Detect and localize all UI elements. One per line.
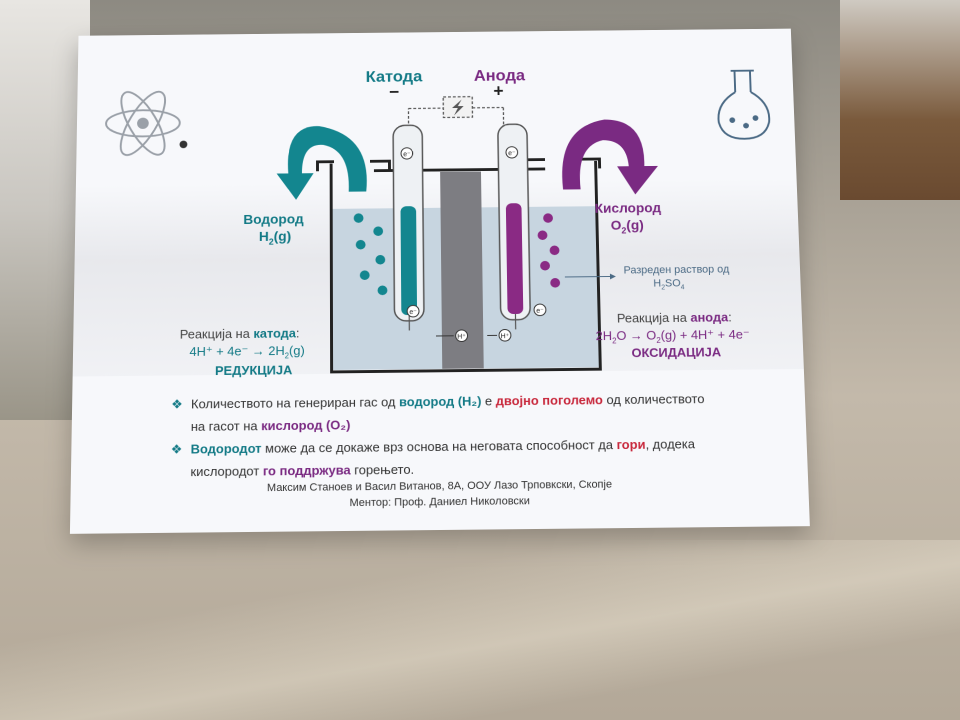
electron-anode-bottom: e⁻: [534, 304, 546, 316]
conclusions-list: ❖ Количеството на генериран гас од водор…: [170, 387, 788, 484]
svg-text:e⁻: e⁻: [403, 151, 411, 158]
diamond-icon: ❖: [171, 393, 183, 416]
oxygen-arrow: [561, 119, 659, 195]
anode-equation: 2H2O → O2(g) + 4H⁺ + 4e⁻: [595, 327, 749, 346]
svg-text:e⁻: e⁻: [508, 150, 516, 157]
oxygen-formula: O2(g): [611, 217, 644, 235]
cathode-equation: 4H⁺ + 4e⁻ → 2H2(g): [189, 343, 304, 361]
hydrogen-name: Водород: [243, 211, 303, 227]
cathode-reaction-type: РЕДУКЦИЈА: [215, 363, 292, 378]
solution-label-line1: Разреден раствор од: [623, 264, 729, 277]
anode-reaction-type: ОКСИДАЦИЈА: [631, 345, 721, 360]
atom-icon: [106, 86, 188, 161]
svg-text:H⁺: H⁺: [501, 333, 510, 340]
cathode-sign: −: [389, 83, 399, 103]
anode-reaction-title: Реакција на анода:: [617, 310, 732, 326]
svg-text:H⁺: H⁺: [457, 334, 466, 341]
solution-label-line2: H2SO4: [653, 278, 684, 292]
electron-anode-top: e⁻: [506, 147, 518, 158]
flask-icon: [717, 70, 770, 139]
cathode-reaction-title: Реакција на катода:: [180, 326, 300, 342]
poster-card: e⁻ e⁻ e⁻ e⁻ H⁺ H⁺: [70, 29, 810, 534]
background-shelf: [840, 0, 960, 200]
svg-text:e⁻: e⁻: [536, 308, 544, 315]
diamond-icon: ❖: [171, 438, 183, 461]
bullet-1: ❖ Количеството на генериран гас од водор…: [171, 387, 787, 438]
background-light: [0, 540, 960, 720]
electron-cathode-bottom: e⁻: [407, 305, 419, 317]
electron-cathode-top: e⁻: [401, 148, 413, 159]
oxygen-name: Кислород: [595, 200, 662, 216]
hydrogen-formula: H2(g): [259, 228, 291, 246]
anode-sign: +: [493, 81, 503, 101]
bullet-2: ❖ Водородот може да се докаже врз основа…: [170, 432, 788, 484]
svg-text:e⁻: e⁻: [409, 309, 417, 316]
